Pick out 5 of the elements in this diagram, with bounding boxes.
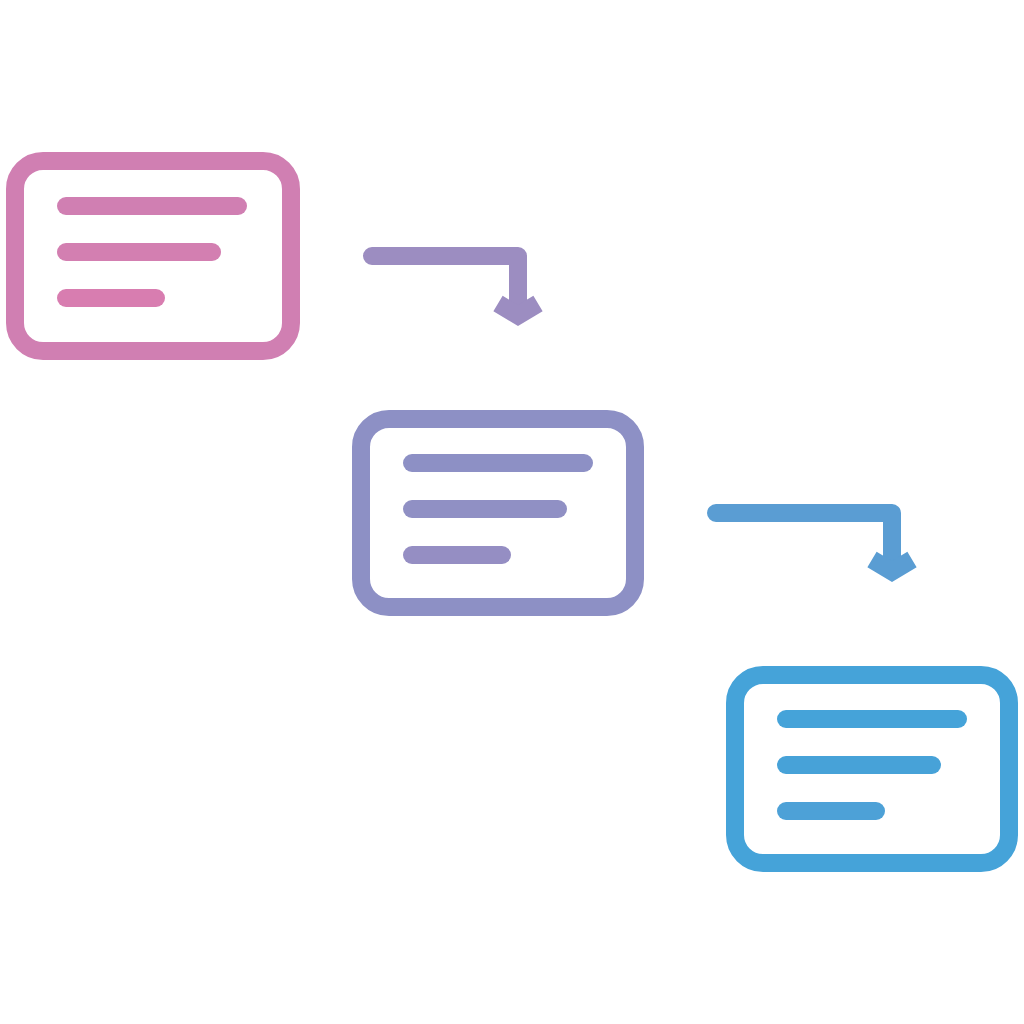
document-card bbox=[726, 666, 1018, 872]
arrow bbox=[363, 247, 543, 326]
document-card bbox=[352, 410, 644, 616]
document-card bbox=[6, 152, 300, 360]
arrow bbox=[707, 504, 917, 582]
